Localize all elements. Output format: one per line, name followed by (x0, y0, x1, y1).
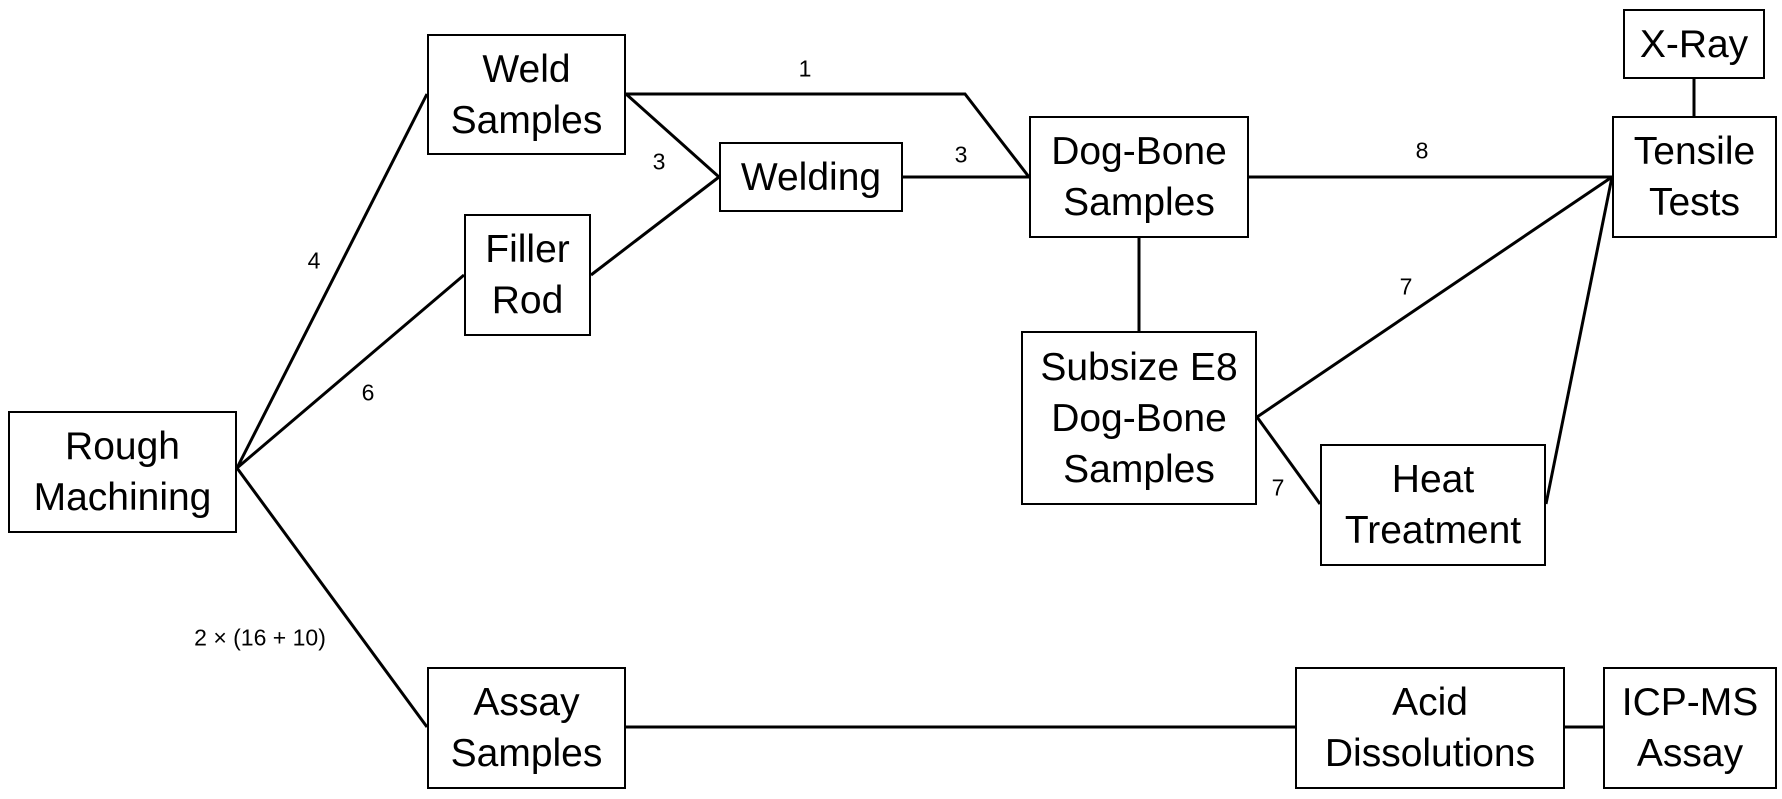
node-subsize-e8-samples: Subsize E8 Dog-Bone Samples (1021, 331, 1257, 505)
node-x-ray: X-Ray (1623, 9, 1765, 79)
node-label: Dog-Bone (1051, 130, 1227, 173)
edge-filler-to-welding (590, 175, 720, 277)
node-label: Weld (482, 47, 571, 91)
edge-weld-to-dogbone (626, 92, 1031, 178)
node-label: Assay (1636, 732, 1744, 775)
edge-label-subsize-to-heat: 7 (1271, 474, 1285, 501)
node-filler-rod: Filler Rod (464, 214, 591, 336)
node-label: Rod (491, 279, 564, 322)
node-label: Rough (65, 425, 180, 468)
edge-weld-to-welding (625, 92, 720, 179)
node-icp-ms-assay: ICP-MS Assay (1603, 667, 1777, 789)
node-label: Acid (1392, 681, 1468, 724)
node-tensile-tests: Tensile Tests (1612, 116, 1777, 238)
edge-label-weld-to-dogbone: 1 (798, 55, 812, 82)
node-weld-samples: Weld Samples (427, 34, 626, 155)
node-acid-dissolutions: Acid Dissolutions (1295, 667, 1565, 789)
edge-label-subsize-to-tensile: 7 (1399, 273, 1413, 300)
edge-rough-to-filler (236, 273, 465, 470)
node-welding: Welding (719, 142, 903, 212)
node-heat-treatment: Heat Treatment (1320, 444, 1546, 566)
node-label: Filler (485, 228, 570, 271)
node-label: Subsize E8 (1040, 345, 1238, 389)
node-assay-samples: Assay Samples (427, 667, 626, 789)
node-dog-bone-samples: Dog-Bone Samples (1029, 116, 1249, 238)
node-label: Heat (1391, 458, 1475, 501)
edge-label-rough-to-filler: 6 (361, 379, 375, 406)
edge-label-rough-to-weld: 4 (307, 247, 321, 274)
node-label: Samples (450, 98, 603, 142)
edge-subsize-to-heat (1255, 416, 1322, 505)
edge-label-weld-to-welding: 3 (652, 148, 666, 175)
edge-rough-to-weld (235, 93, 429, 469)
node-label: Dissolutions (1324, 732, 1536, 775)
node-label: Tests (1648, 181, 1741, 224)
node-label: Samples (1063, 181, 1215, 224)
node-label: Treatment (1344, 509, 1522, 552)
node-rough-machining: Rough Machining (8, 411, 237, 533)
node-label: ICP-MS (1621, 681, 1759, 724)
node-label: Samples (450, 732, 603, 775)
edge-heat-to-tensile (1544, 176, 1614, 505)
edge-label-dogbone-to-tensile: 8 (1415, 137, 1429, 164)
node-label: Machining (33, 476, 212, 519)
node-label: Samples (1063, 447, 1215, 491)
node-label: Welding (740, 155, 882, 199)
edge-rough-to-assay (235, 467, 429, 728)
node-label: Tensile (1633, 130, 1756, 173)
node-label: Assay (473, 681, 580, 724)
node-label: X-Ray (1639, 22, 1749, 66)
edge-label-rough-to-assay: 2 × (16 + 10) (194, 624, 326, 651)
edge-subsize-to-tensile (1256, 175, 1613, 419)
edge-label-welding-to-dogbone: 3 (954, 141, 968, 168)
node-label: Dog-Bone (1051, 396, 1227, 440)
